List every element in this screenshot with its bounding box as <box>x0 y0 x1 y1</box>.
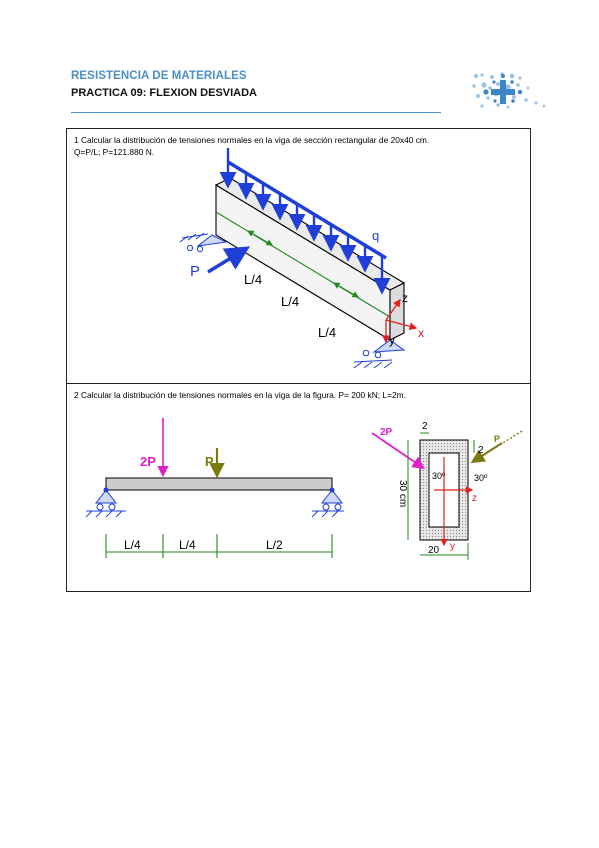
header-divider <box>71 112 441 113</box>
segment-label-3: L/4 <box>318 325 336 340</box>
span-label-3: L/2 <box>266 538 283 552</box>
overall-dimensions <box>407 440 469 560</box>
axis-label-z: z <box>402 291 408 305</box>
section-force-p-arrow <box>470 442 503 464</box>
angle-right-label: 30º <box>474 473 488 483</box>
thickness-top-label: 2 <box>422 421 428 432</box>
problem2-line1: 2 Calcular la distribución de tensiones … <box>74 390 406 400</box>
section-force-label-p: P <box>494 434 500 444</box>
angle-left-label: 30º <box>432 471 446 481</box>
support-left <box>179 232 228 253</box>
span-label-1: L/4 <box>124 538 141 552</box>
thickness-right-label: 2 <box>478 445 484 456</box>
problem1-beam-figure: q P L/4 L/4 L/4 z x y <box>179 148 424 369</box>
problems-table: 1 Calcular la distribución de tensiones … <box>66 128 531 592</box>
section-axes <box>434 457 474 547</box>
axis-label-x: x <box>418 326 424 340</box>
span-dimensions <box>105 534 333 558</box>
local-axes <box>382 298 418 344</box>
support-right <box>353 339 406 369</box>
force-label-p: P <box>190 263 200 280</box>
problem1-line1: 1 Calcular la distribución de tensiones … <box>74 135 430 145</box>
thickness-dimensions <box>420 432 475 453</box>
load-label-q: q <box>372 228 379 243</box>
segment-label-2: L/4 <box>281 294 299 309</box>
beam-body <box>105 477 333 491</box>
row-divider <box>67 383 530 384</box>
section-axis-label-z: z <box>472 493 477 504</box>
height-label: 30 cm <box>397 480 408 507</box>
support-left <box>85 487 126 518</box>
problem2-beam-figure: 2P P L/4 L/4 L/2 <box>85 418 344 558</box>
width-label: 20 <box>428 545 440 556</box>
section-force-2p-arrow <box>371 432 425 470</box>
document-header: RESISTENCIA DE MATERIALES PRACTICA 09: F… <box>71 70 451 99</box>
force-p-arrow <box>207 246 250 274</box>
practice-title: PRACTICA 09: FLEXION DESVIADA <box>71 87 258 99</box>
problem2-statement: 2 Calcular la distribución de tensiones … <box>74 389 524 401</box>
problem2-section-figure: 2P P 2 2 30º 30º z y 30 cm 20 <box>371 421 523 560</box>
course-title: RESISTENCIA DE MATERIALES <box>71 70 247 82</box>
axis-label-y: y <box>389 333 395 347</box>
problem1-line2: Q=P/L; P=121.880 N. <box>74 147 155 157</box>
beam-solid <box>214 177 406 341</box>
university-logo <box>472 72 546 109</box>
segment-label-1: L/4 <box>244 272 262 287</box>
span-label-2: L/4 <box>179 538 196 552</box>
section-axis-label-y: y <box>450 541 455 552</box>
length-dimension-line <box>215 211 391 318</box>
distributed-load-q <box>219 148 391 295</box>
force-label-2p: 2P <box>140 454 156 469</box>
force-label-p: P <box>205 454 214 469</box>
problem1-statement: 1 Calcular la distribución de tensiones … <box>74 134 524 158</box>
section-force-label-2p: 2P <box>380 427 393 438</box>
support-right <box>311 487 344 518</box>
